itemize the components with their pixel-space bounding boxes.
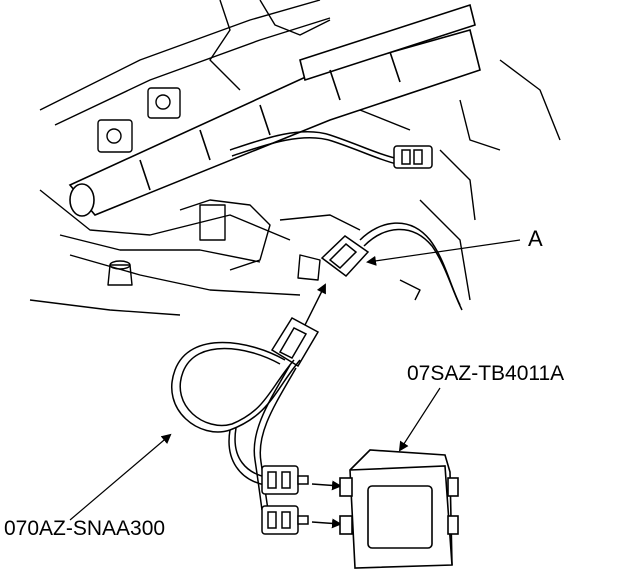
sensor-wire: [229, 131, 398, 165]
tool-box-leader-arrow: [398, 387, 441, 452]
engine-bay-background: [29, 0, 561, 316]
plug-lower-arrow-icon: [311, 518, 342, 529]
harness-loop-icon: [171, 341, 301, 511]
plug-upper-arrow-icon: [311, 480, 342, 491]
connect-arrow-icon: [304, 283, 326, 326]
harness-part-number-label: 070AZ-SNAA300: [4, 517, 166, 540]
upper-connector-icon: [393, 145, 433, 169]
test-plug-upper-icon: [261, 465, 309, 495]
connector-a-icon: [320, 235, 370, 278]
test-plug-lower-icon: [261, 505, 309, 535]
callout-a-arrow: [366, 239, 521, 266]
harness-leader-arrow: [69, 433, 172, 521]
exhaust-pipe-assembly: [68, 3, 481, 217]
tool-box-part-number-label: 07SAZ-TB4011A: [407, 362, 565, 385]
connector-a-wire: [359, 222, 463, 311]
test-box-icon: [339, 449, 459, 569]
callout-a-label: A: [528, 226, 543, 251]
harness-connector-icon: [270, 317, 320, 368]
